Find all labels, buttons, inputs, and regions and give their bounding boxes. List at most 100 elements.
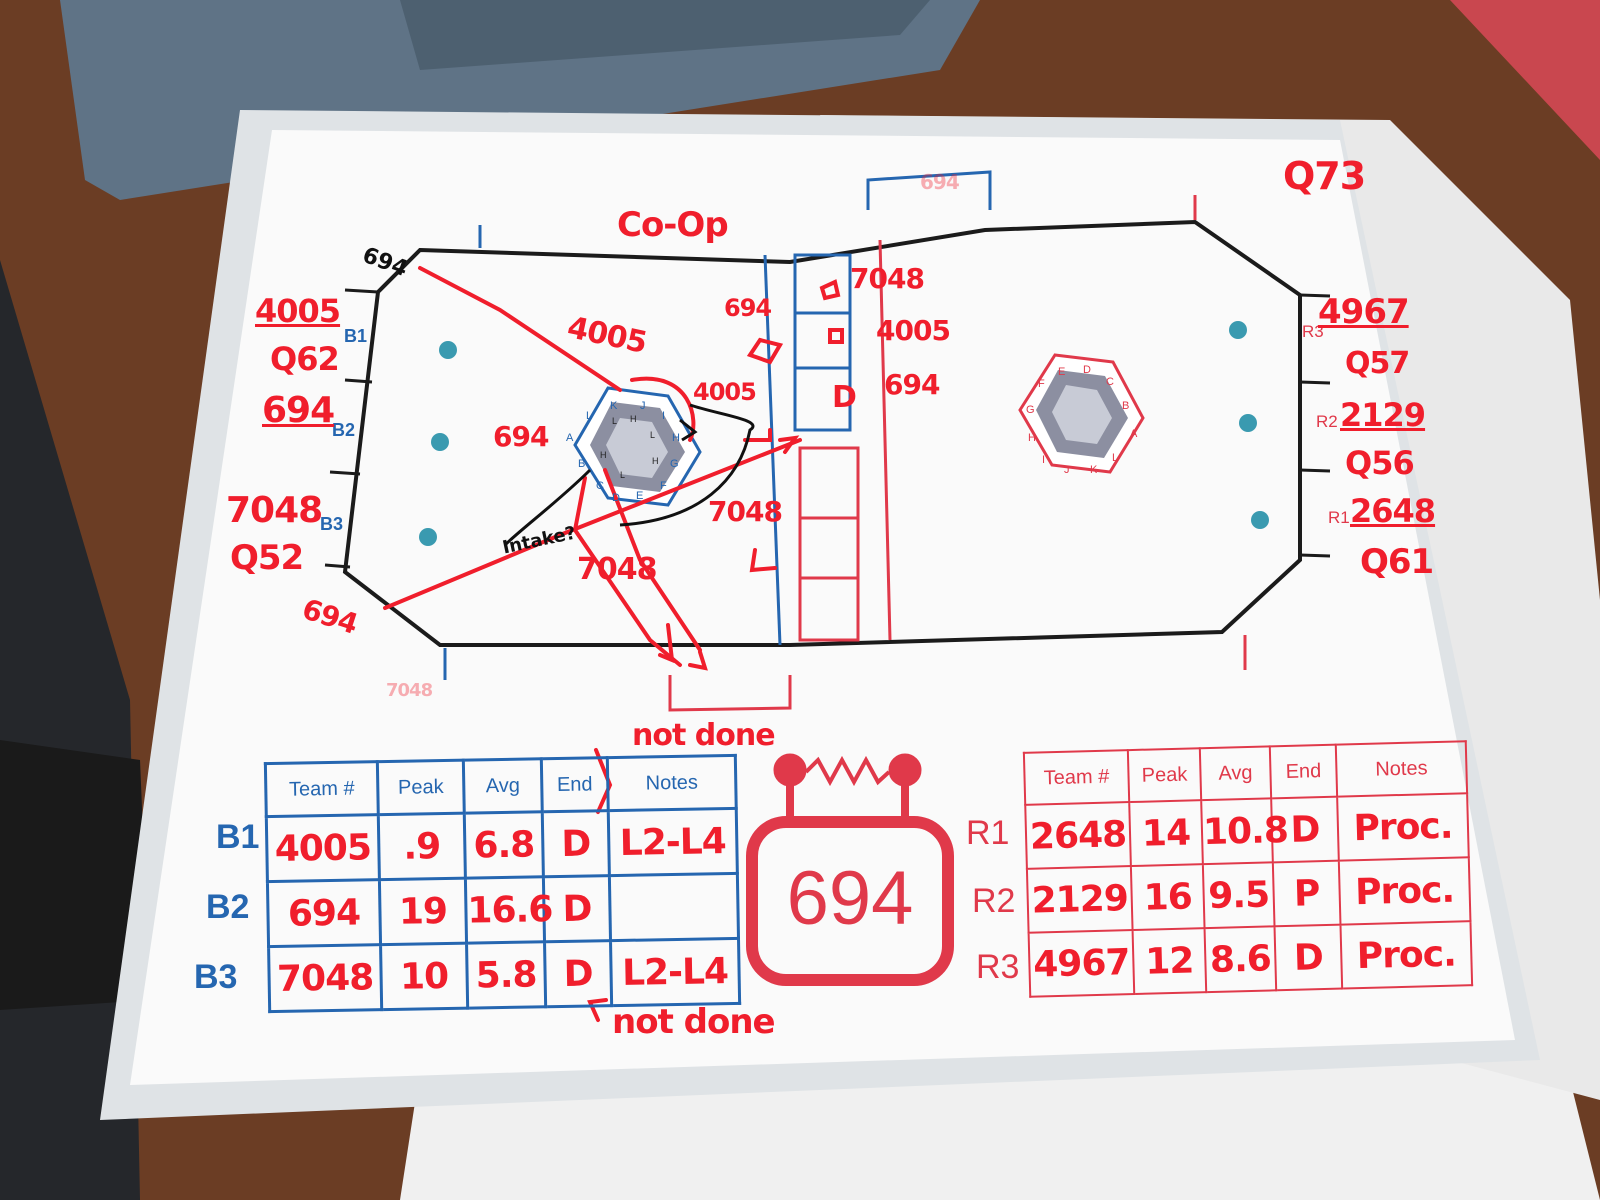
- blue-cell-end: D: [542, 810, 610, 877]
- blue-annot-team-3: 7048: [226, 490, 323, 531]
- path-4005-b: 4005: [693, 378, 757, 406]
- red-reef-letter-b: B: [1122, 400, 1130, 412]
- red-cages: [798, 446, 860, 642]
- table-row: 4005 .9 6.8 D L2-L4: [266, 808, 738, 882]
- field-outline: [342, 219, 1302, 647]
- blue-cell-end: D: [543, 875, 611, 942]
- reef-letter-k: K: [610, 400, 618, 412]
- red-annot-qual-1: Q57: [1345, 346, 1410, 381]
- table-row: 694 19 16.6 D: [267, 873, 739, 947]
- blue-cell-peak: 19: [379, 878, 467, 945]
- red-reef: [1018, 353, 1145, 474]
- strategy-label: Co-Op: [617, 205, 729, 245]
- blue-cages: [793, 253, 852, 432]
- red-row-label-3: R3: [976, 948, 1020, 986]
- path-7048-bottom: 7048: [577, 552, 657, 587]
- reef-letter-d: D: [612, 492, 620, 504]
- blue-cell-notes: [609, 873, 739, 941]
- red-cell-end: P: [1272, 860, 1341, 927]
- match-id: Q73: [1283, 154, 1366, 198]
- red-cell-peak: 12: [1132, 928, 1207, 995]
- reef-letter-c: C: [596, 480, 604, 492]
- red-reef-letter-f: F: [1038, 378, 1045, 390]
- red-reef-letter-h: H: [1028, 432, 1036, 444]
- laptop-trackpad: [400, 0, 930, 70]
- red-reef-letter-k: K: [1090, 464, 1098, 476]
- blue-cell-team: 7048: [268, 944, 382, 1012]
- red-cell-notes: Proc.: [1337, 793, 1469, 861]
- paper-sheet: [130, 130, 1515, 1085]
- reef-letter-b: B: [578, 458, 586, 470]
- blue-cell-notes: L2-L4: [610, 938, 740, 1006]
- table-row: 4967 12 8.6 D Proc.: [1028, 921, 1473, 997]
- blue-station-notches: [324, 288, 379, 569]
- blue-cell-peak: 10: [380, 943, 468, 1010]
- red-barge-line: [878, 239, 892, 641]
- reef-level-6: H: [600, 450, 607, 460]
- barge-4005: 4005: [876, 314, 951, 347]
- red-folder: [1450, 0, 1600, 160]
- reef-letter-j: J: [640, 400, 646, 412]
- not-done-bottom: not done: [612, 1002, 776, 1042]
- red-reef-letter-j: J: [1064, 464, 1070, 476]
- red-annot-qual-2: Q56: [1345, 444, 1415, 482]
- red-header-peak: Peak: [1127, 748, 1202, 803]
- blue-cell-end: D: [544, 940, 612, 1007]
- red-scouting-table: Team # Peak Avg End Notes 2648 14 10.8 D…: [1023, 740, 1473, 998]
- red-header-team: Team #: [1023, 750, 1130, 805]
- red-annot-team-1: 4967: [1318, 292, 1410, 332]
- red-cell-peak: 16: [1130, 864, 1205, 931]
- red-cell-notes: Proc.: [1338, 857, 1471, 925]
- blue-header-avg: Avg: [463, 758, 543, 814]
- red-reef-letter-i: I: [1042, 454, 1046, 466]
- logo-team-number: 694: [786, 856, 914, 941]
- red-row-label-2: R2: [972, 882, 1016, 920]
- red-reef-letter-g: G: [1026, 404, 1035, 416]
- reef-letter-h: H: [672, 432, 680, 444]
- red-row-label-1: R1: [966, 814, 1010, 852]
- red-station-notches: [1299, 293, 1331, 558]
- blue-header-peak: Peak: [377, 760, 465, 815]
- reef-level-1: L: [612, 416, 618, 426]
- reef-level-4: H: [652, 456, 659, 466]
- red-header-end: End: [1269, 744, 1338, 799]
- blue-cell-avg: 6.8: [464, 811, 544, 879]
- blue-header-end: End: [541, 757, 609, 812]
- station-b1: B1: [344, 326, 368, 346]
- reef-letter-i: I: [662, 410, 666, 422]
- reef-level-5: L: [620, 470, 626, 480]
- red-cell-team: 4967: [1028, 930, 1135, 997]
- red-cell-avg: 9.5: [1202, 862, 1275, 929]
- red-annot-team-2: 2129: [1340, 396, 1426, 434]
- blue-scouting-table: Team # Peak Avg End Notes 4005 .9 6.8 D …: [264, 754, 741, 1013]
- blue-annot-team-1: 4005: [255, 292, 341, 330]
- black-marker-path: [503, 403, 755, 547]
- red-reef-letter-a: A: [1130, 428, 1138, 440]
- path-7048-right: 7048: [708, 495, 783, 528]
- blue-cell-avg: 16.6: [465, 876, 553, 944]
- red-reef-letter-d: D: [1083, 364, 1091, 376]
- red-annot-team-3: 2648: [1350, 492, 1436, 530]
- processor-top: [866, 170, 992, 210]
- blue-annot-qual-1: Q62: [270, 340, 340, 378]
- blue-cell-peak: .9: [378, 813, 466, 880]
- blue-table-header: Team # Peak Avg End Notes: [265, 755, 737, 817]
- not-done-top: not done: [632, 718, 776, 753]
- label-694-top: 694: [724, 294, 772, 322]
- blue-cell-notes: L2-L4: [608, 808, 738, 876]
- red-header-notes: Notes: [1335, 741, 1468, 797]
- red-cell-notes: Proc.: [1340, 921, 1473, 989]
- blue-header-notes: Notes: [607, 755, 737, 811]
- reef-letter-e: E: [636, 490, 644, 502]
- reef-letter-l: L: [586, 410, 593, 422]
- reef-level-3: L: [650, 430, 656, 440]
- coral-marks: [419, 321, 1269, 546]
- station-r1: R1: [1328, 508, 1350, 527]
- blue-row-label-1: B1: [216, 818, 260, 856]
- table-row: 2129 16 9.5 P Proc.: [1026, 857, 1471, 933]
- red-cell-team: 2648: [1025, 802, 1131, 869]
- blue-annot-team-2: 694: [262, 390, 335, 431]
- red-cell-avg: 8.6: [1204, 926, 1277, 993]
- blue-annot-qual-3: Q52: [230, 538, 304, 578]
- robot-logo: [746, 753, 954, 986]
